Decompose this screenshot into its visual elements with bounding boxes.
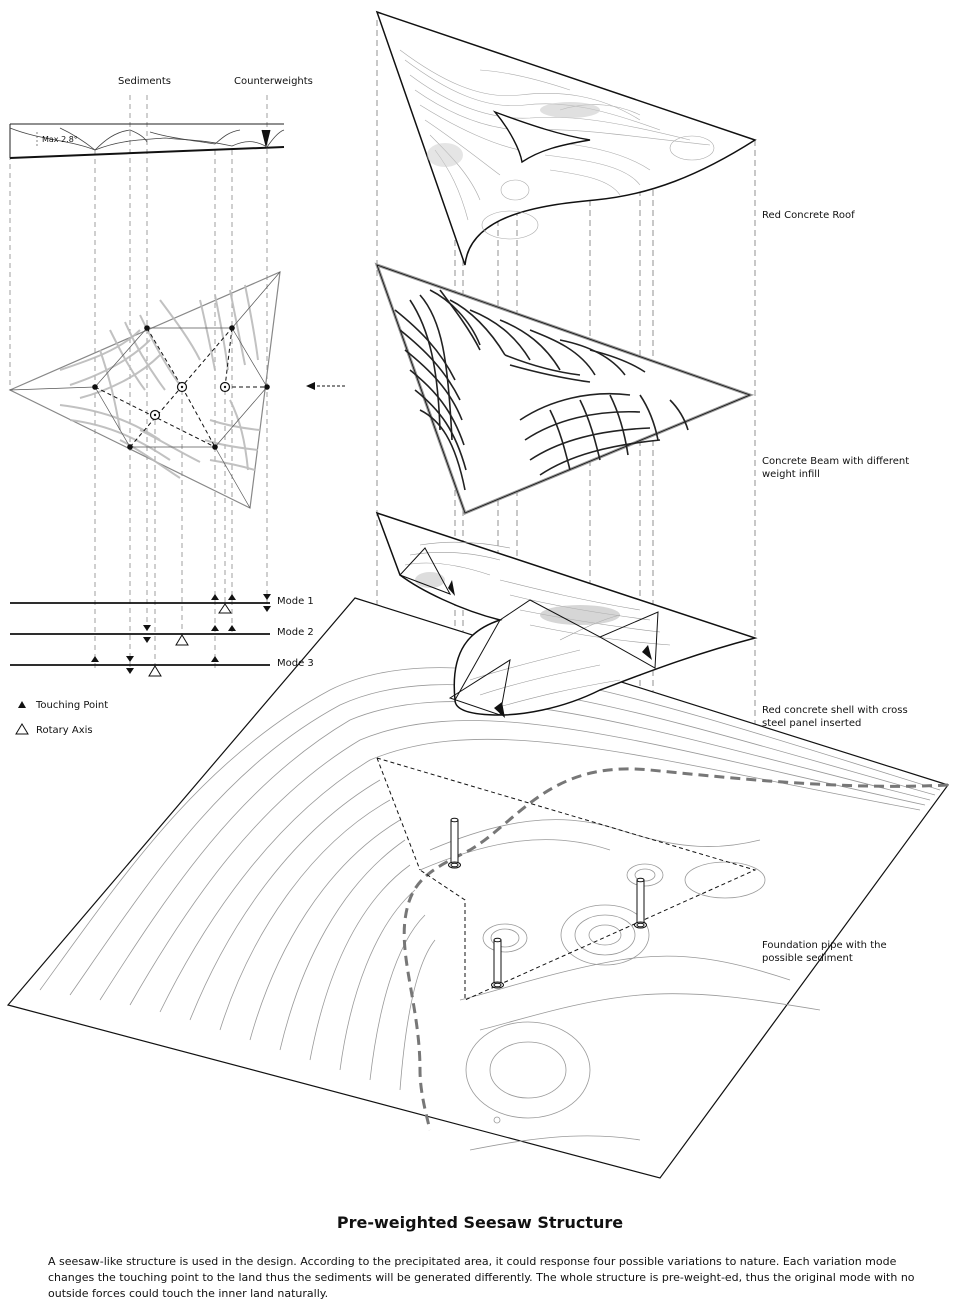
label-roof: Red Concrete Roof xyxy=(762,210,855,221)
label-beam: Concrete Beam with different weight infi… xyxy=(762,456,910,480)
label-mode-2: Mode 2 xyxy=(277,627,314,638)
mode-lines xyxy=(10,594,271,677)
label-counterweights: Counterweights xyxy=(234,76,313,87)
touching-point-icon xyxy=(18,701,26,708)
roof-layer xyxy=(375,10,757,266)
label-mode-3: Mode 3 xyxy=(277,658,314,669)
label-mode-1: Mode 1 xyxy=(277,596,314,607)
shell-layer xyxy=(375,511,758,718)
rotary-axis-icon xyxy=(15,723,29,735)
beam-layer xyxy=(374,262,755,515)
section-strip xyxy=(9,123,285,159)
beam-plan-triangle xyxy=(8,271,281,509)
label-max-angle: Max 2.8° xyxy=(42,135,78,144)
site-plane xyxy=(6,597,949,1179)
arrow-left-icon xyxy=(306,382,345,390)
diagram-title: Pre-weighted Seesaw Structure xyxy=(336,1213,624,1232)
label-shell: Red concrete shell with cross steel pane… xyxy=(762,705,908,729)
diagram-description: A seesaw-like structure is used in the d… xyxy=(48,1255,915,1300)
legend-touching-point: Touching Point xyxy=(36,700,109,711)
label-foundation: Foundation pipe with the possible sedime… xyxy=(762,940,887,964)
legend-rotary-axis: Rotary Axis xyxy=(36,725,93,736)
label-sediments: Sediments xyxy=(118,76,171,87)
foundation-pipes xyxy=(448,817,647,989)
